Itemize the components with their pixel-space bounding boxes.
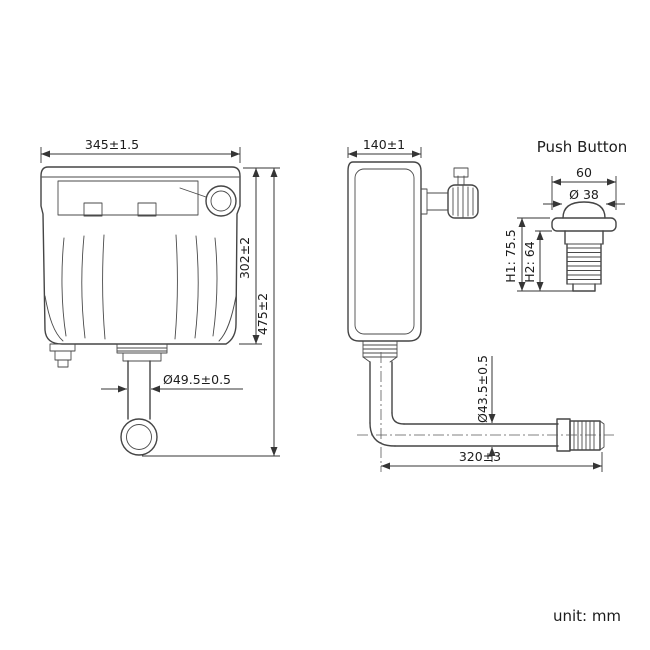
bottom-outlet [116, 343, 168, 362]
lid-panel [57, 180, 199, 216]
left-inlet-fitting [49, 343, 76, 368]
total-height-label: 475±2 [255, 293, 270, 335]
pipe-elbow-inner-circle [126, 424, 152, 450]
front-width-label: 345±1.5 [85, 137, 139, 152]
flush-pipe-front [120, 360, 158, 456]
unit-label: unit: mm [553, 607, 621, 625]
elbow-outer-curve [369, 422, 396, 447]
side-actuator-knob [420, 167, 479, 219]
tank-ribs [44, 234, 237, 342]
lid-tab-right [137, 202, 157, 217]
dim-button-h1: H1: 75.5 [503, 217, 573, 292]
tank-front-outline [40, 166, 241, 345]
pipe-elbow-outer-circle [120, 418, 158, 456]
button-ribs [566, 247, 602, 280]
dim-front-width: 345±1.5 [40, 137, 241, 163]
button-h2-label: H2: 64 [522, 241, 537, 282]
knob-body [447, 184, 479, 219]
side-depth-label: 140±1 [363, 137, 405, 152]
push-button-detail: Push Button 60 Ø 38 [503, 138, 628, 292]
pipe-end-chamfer [599, 420, 605, 451]
dim-button-width: 60 [551, 165, 617, 210]
grommet-outer-circle [205, 185, 237, 217]
grommet-leader-line [179, 187, 207, 198]
tank-height-label: 302±2 [237, 237, 252, 279]
tank-side-outline [347, 161, 422, 342]
knob-pin-cap [453, 167, 469, 178]
push-button-body [551, 201, 617, 292]
button-dome [562, 201, 606, 219]
pipe-end-threads [569, 420, 601, 451]
outlet-pipe-diameter-label: Ø43.5±0.5 [475, 355, 490, 423]
button-flange [551, 217, 617, 232]
push-button-title: Push Button [537, 138, 628, 156]
dim-flush-pipe-diameter: Ø49.5±0.5 [101, 372, 243, 393]
flush-pipe-diameter-label: Ø49.5±0.5 [163, 372, 231, 387]
outlet-pipe [357, 352, 614, 472]
dim-total-height: 475±2 [142, 168, 280, 457]
dim-outlet-pipe-diameter: Ø43.5±0.5 [475, 355, 496, 462]
dim-button-h2: H2: 64 [522, 230, 552, 291]
tank-side-inner-line [354, 168, 415, 335]
button-diameter-label: Ø 38 [569, 187, 599, 202]
button-width-label: 60 [576, 165, 592, 180]
dim-button-diameter: Ø 38 [543, 187, 625, 208]
outlet-pipe-length-label: 320±3 [459, 449, 501, 464]
lid-tab-left [83, 202, 103, 217]
button-h1-label: H1: 75.5 [503, 229, 518, 282]
dim-side-depth: 140±1 [347, 137, 422, 158]
side-view: 140±1 Ø43.5±0.5 320±3 [347, 137, 614, 472]
elbow-inner-curve [391, 412, 405, 425]
side-bottom-outlet [362, 340, 398, 363]
grommet-inner-circle [210, 190, 232, 212]
dim-outlet-pipe-length: 320±3 [381, 449, 603, 472]
front-view: 345±1.5 302±2 475±2 Ø49.5±0.5 [40, 137, 280, 457]
